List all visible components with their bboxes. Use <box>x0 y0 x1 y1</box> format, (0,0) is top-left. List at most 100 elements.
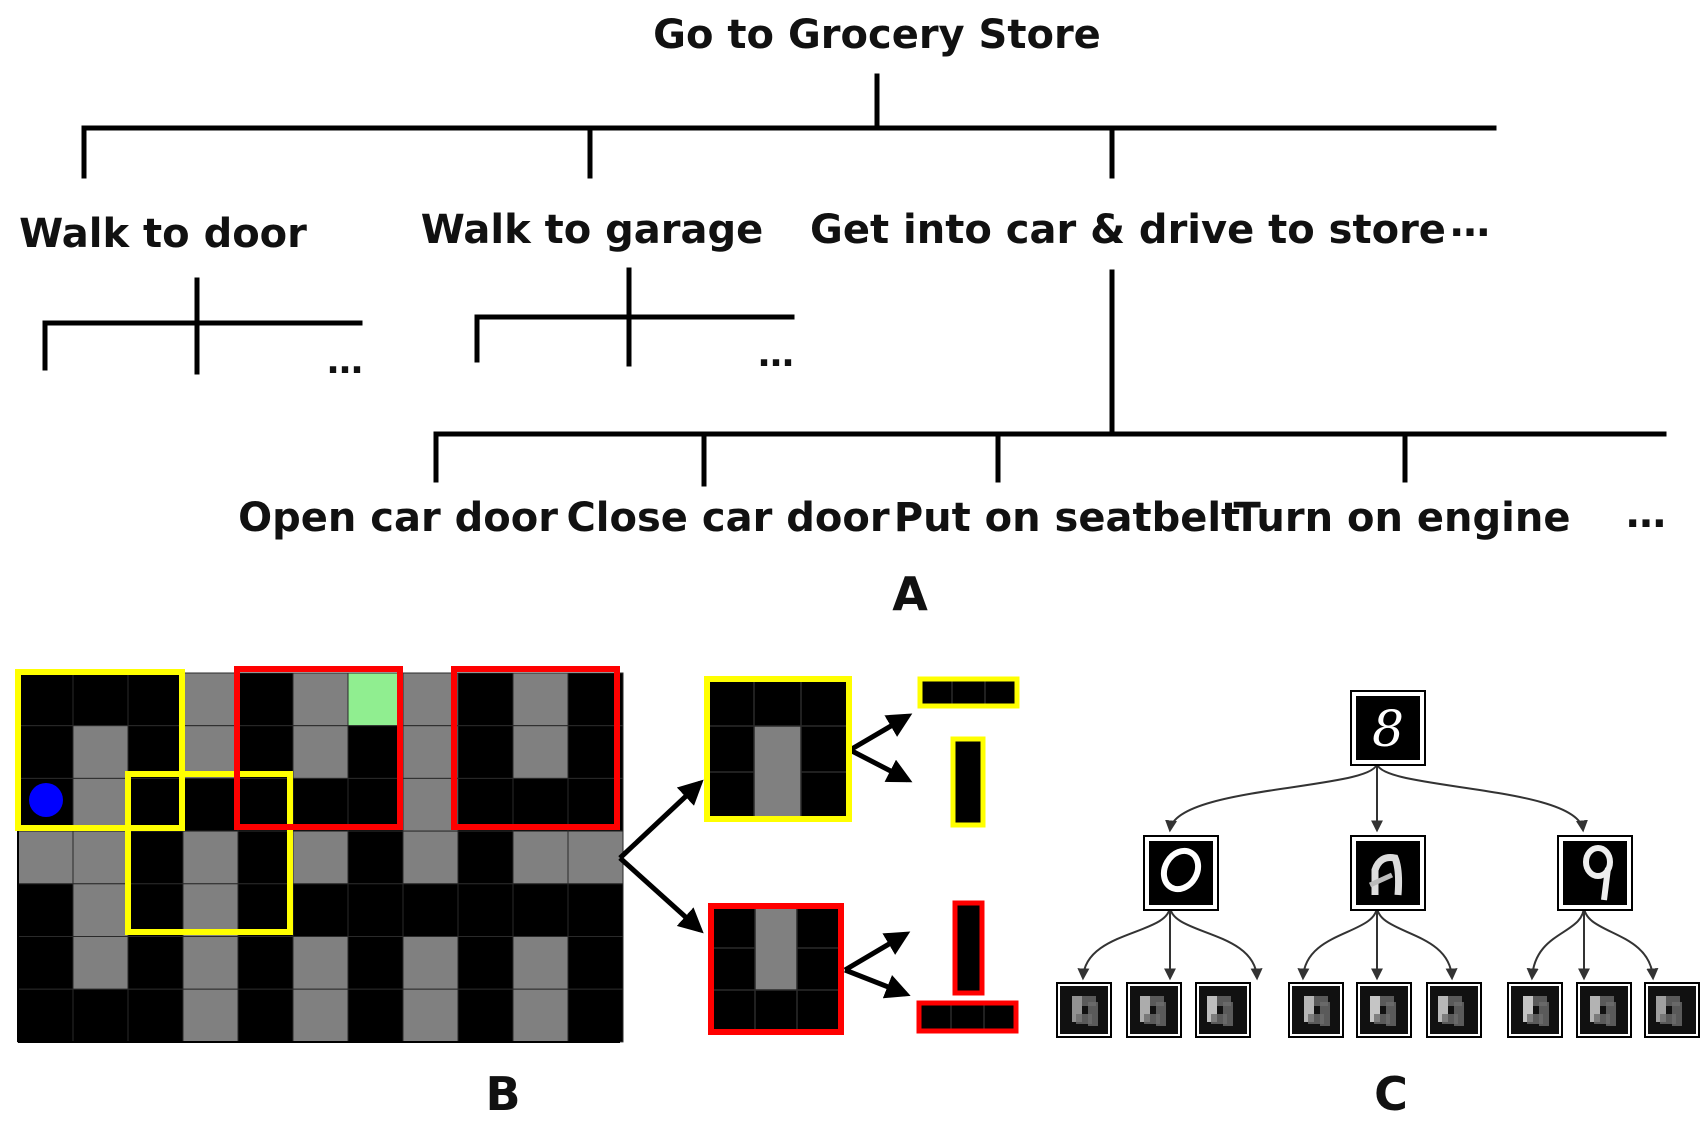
floor-cell <box>292 936 349 990</box>
arrow-icon <box>848 747 913 783</box>
option-box-yellow <box>15 669 185 831</box>
level2-label: Open car door <box>238 495 558 541</box>
digit-leaf <box>1056 982 1112 1038</box>
panel-label-b: B <box>485 1067 520 1121</box>
option-yellow-bar-top <box>917 676 1020 709</box>
wall-cell <box>237 936 294 990</box>
wall-cell <box>292 777 349 832</box>
option-red-bar-side <box>952 900 985 996</box>
digit-node <box>1143 835 1219 911</box>
digit-leaf <box>1288 982 1344 1038</box>
floor-cell <box>292 830 349 885</box>
floor-cell <box>72 936 129 990</box>
floor-cell <box>72 777 129 832</box>
root-label: Go to Grocery Store <box>653 12 1101 58</box>
floor-cell <box>512 830 569 885</box>
wall-cell <box>347 988 404 1043</box>
floor-cell <box>512 672 569 727</box>
wall-cell <box>292 883 349 937</box>
wall-cell <box>237 883 294 937</box>
wall-cell <box>402 883 459 937</box>
floor-cell <box>72 830 129 885</box>
floor-cell <box>402 777 459 832</box>
level2-label: Turn on engine <box>1234 495 1571 541</box>
floor-cell <box>512 725 569 779</box>
digit-node <box>1557 835 1633 911</box>
level1-label: Get into car & drive to store <box>810 207 1446 253</box>
wall-cell <box>237 830 294 885</box>
level1-label: Walk to garage <box>421 207 764 253</box>
wall-cell <box>567 988 624 1043</box>
option-yellow-bar-side <box>950 736 986 828</box>
wall-cell <box>127 725 184 779</box>
floor-cell <box>182 830 239 885</box>
floor-cell <box>182 988 239 1043</box>
wall-cell <box>72 672 129 727</box>
wall-cell <box>567 725 624 779</box>
panel-label-c: C <box>1374 1067 1408 1121</box>
wall-cell <box>457 883 514 937</box>
floor-cell <box>17 830 74 885</box>
floor-cell <box>402 672 459 727</box>
digit-node <box>1350 835 1426 911</box>
level2-label: Put on seatbelt <box>894 495 1240 541</box>
floor-cell <box>402 936 459 990</box>
floor-cell <box>182 936 239 990</box>
wall-cell <box>347 725 404 779</box>
wall-cell <box>457 725 514 779</box>
wall-cell <box>567 777 624 832</box>
level1-label: Walk to door <box>19 211 307 257</box>
wall-cell <box>347 777 404 832</box>
wall-cell <box>237 672 294 727</box>
option-red-detail <box>708 903 844 1035</box>
digit-leaf-row <box>1056 982 1700 1038</box>
wall-cell <box>347 883 404 937</box>
wall-cell <box>127 988 184 1043</box>
wall-cell <box>127 830 184 885</box>
option-yellow-detail <box>704 676 852 822</box>
arrow-icon <box>618 856 704 934</box>
wall-cell <box>347 830 404 885</box>
floor-cell <box>567 830 624 885</box>
wall-cell <box>127 883 184 937</box>
digit-node-root: 8 <box>1350 690 1426 766</box>
wall-cell <box>237 988 294 1043</box>
wall-cell <box>17 988 74 1043</box>
option-red-bar-bottom <box>916 1000 1019 1034</box>
option-box-red <box>234 666 403 830</box>
wall-cell <box>17 936 74 990</box>
subtree-ellipsis: … <box>327 341 363 382</box>
wall-cell <box>17 883 74 937</box>
wall-cell <box>237 725 294 779</box>
wall-cell <box>567 936 624 990</box>
wall-cell <box>127 777 184 832</box>
floor-cell <box>72 725 129 779</box>
wall-cell <box>457 988 514 1043</box>
wall-cell <box>457 777 514 832</box>
floor-cell <box>72 883 129 937</box>
arrow-icon <box>848 713 913 753</box>
wall-cell <box>127 672 184 727</box>
level2-ellipsis: … <box>1626 491 1666 537</box>
wall-cell <box>567 672 624 727</box>
wall-cell <box>72 988 129 1043</box>
digit-leaf <box>1426 982 1482 1038</box>
wall-cell <box>512 777 569 832</box>
wall-cell <box>182 777 239 832</box>
wall-cell <box>237 777 294 832</box>
digit-tree-edges <box>1077 762 1659 981</box>
floor-cell <box>292 988 349 1043</box>
digit-leaf <box>1507 982 1563 1038</box>
arrow-icon <box>843 931 911 973</box>
wall-cell <box>457 672 514 727</box>
wall-cell <box>512 883 569 937</box>
subtree-ellipsis: … <box>758 334 794 375</box>
wall-cell <box>567 883 624 937</box>
gridworld <box>17 672 624 1043</box>
gridworld-overlays <box>15 666 620 935</box>
digit-leaf <box>1644 982 1700 1038</box>
wall-cell <box>17 672 74 727</box>
floor-cell <box>182 672 239 727</box>
floor-cell <box>512 936 569 990</box>
